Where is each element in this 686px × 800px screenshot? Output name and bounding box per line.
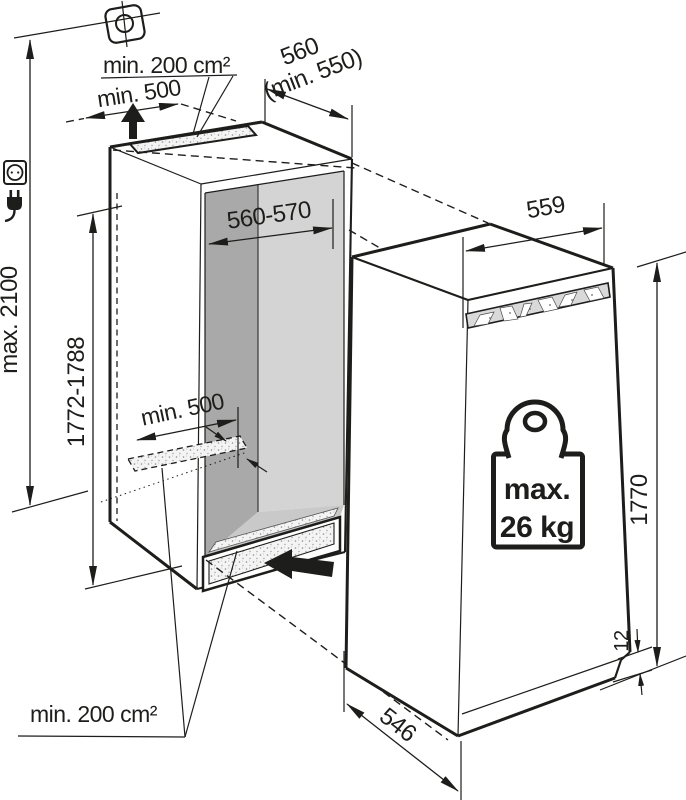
top-vent-area-label: min. 200 cm² (103, 52, 231, 78)
dim-appliance-width: 559 (462, 191, 605, 328)
bottom-gap-label: 12 (611, 630, 633, 652)
dim-bottom-vent-area: min. 200 cm² (17, 467, 238, 738)
front-vent-grille (465, 282, 611, 329)
max-weight-icon: max. 26 kg (491, 399, 585, 550)
power-socket-icon (3, 160, 27, 185)
niche-height-label: 1772-1788 (63, 337, 90, 447)
appliance-height-label: 1770 (626, 474, 653, 526)
appliance: max. 26 kg (344, 222, 632, 738)
appliance-width-label: 559 (524, 191, 567, 224)
dim-top-vent-area: min. 200 cm² (100, 52, 238, 138)
dim-bottom-gap: 12 (611, 628, 653, 696)
top-clearance-label: min. 500 (95, 74, 182, 112)
dim-appliance-height: 1770 (599, 251, 686, 691)
airflow-up-arrow (121, 103, 145, 139)
airflow-in-arrow (264, 549, 334, 579)
power-plug-icon (4, 190, 22, 223)
cabinet-niche (100, 103, 354, 593)
weight-value-label: 26 kg (500, 511, 574, 544)
niche-interior (204, 170, 345, 557)
bottom-vent-strip (201, 515, 342, 593)
max-total-height-label: max. 2100 (0, 266, 23, 374)
hidden-floor-vent (126, 435, 249, 472)
dim-max-total-height: max. 2100 (0, 39, 89, 513)
dim-niche-height: 1772-1788 (63, 205, 183, 590)
top-vent-slot (128, 124, 258, 155)
height-adjustment-screw-icon (13, 0, 161, 48)
bottom-vent-area-label: min. 200 cm² (30, 701, 158, 727)
weight-max-label: max. (504, 473, 570, 506)
